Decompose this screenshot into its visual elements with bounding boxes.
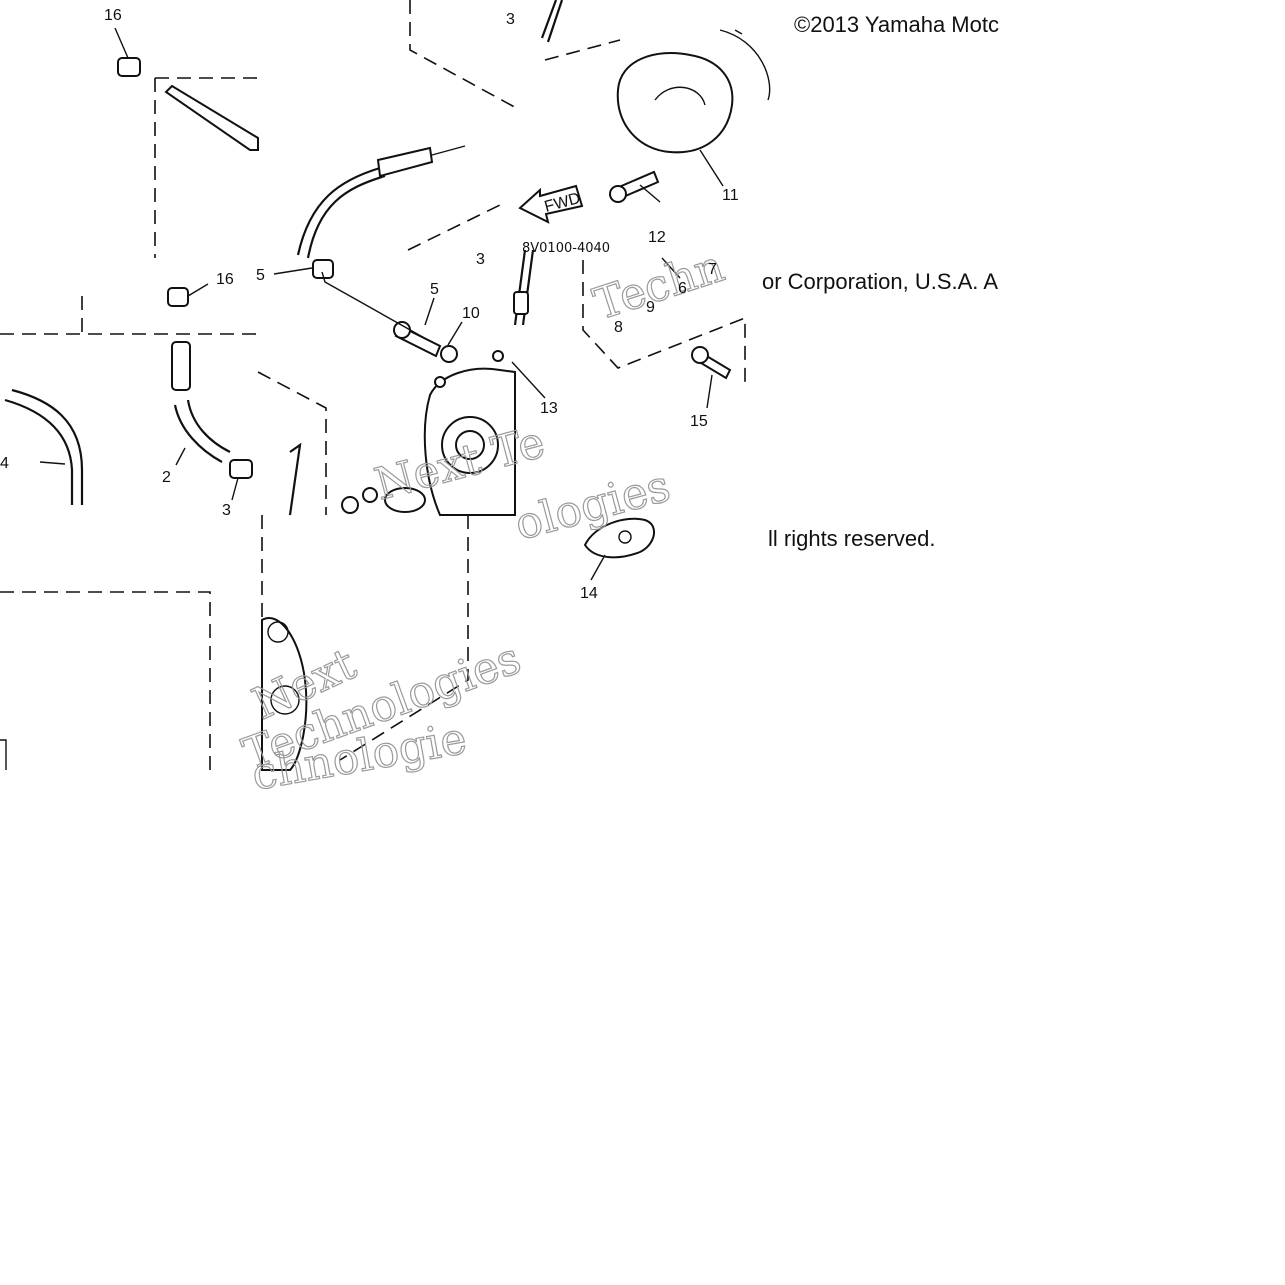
part-code: 8V0100-4040 [522,241,610,256]
bolt-5 [393,321,458,363]
bolt-12 [609,170,660,203]
callout-13: 13 [540,400,558,417]
bolt-15 [691,346,732,380]
small-parts-lower [341,487,426,514]
assembly-outlines [0,0,746,770]
pump-body [423,350,516,516]
callout-16: 16 [104,7,122,24]
callout-7: 7 [708,261,717,278]
callout-12: 12 [648,229,666,246]
callout-2: 2 [162,469,171,486]
callout-6: 6 [678,280,687,297]
callout-3: 3 [222,502,231,519]
callout-5: 5 [256,267,265,284]
callouts: 16 16 3 3 3 4 2 5 5 10 11 12 13 14 15 6 … [0,7,739,602]
callout-16: 16 [216,271,234,288]
callout-15: 15 [690,413,708,430]
hose-4 [4,388,84,505]
throttle-cable [296,145,466,259]
callout-4: 4 [0,455,9,472]
callout-9: 9 [646,299,655,316]
callout-3: 3 [476,251,485,268]
carburetor-fragment [0,617,308,771]
callout-3: 3 [506,11,515,28]
callout-8: 8 [614,319,623,336]
leader-lines [39,27,724,581]
copyright-line-1: ©2013 Yamaha Motc [794,12,999,37]
callout-10: 10 [462,305,480,322]
hose-2 [171,341,231,463]
fwd-arrow: FWD [518,184,584,224]
copyright-line-2: or Corporation, U.S.A. A [762,269,998,294]
callout-14: 14 [580,585,598,602]
copyright-notice: ©2013 Yamaha Motc or Corporation, U.S.A.… [762,12,999,551]
gasket-14 [583,517,655,559]
callout-11: 11 [722,187,739,204]
rod-right [288,0,564,516]
watermarks: Techn Next Te ologies Next Technologies … [236,240,731,801]
copyright-line-3: ll rights reserved. [768,526,936,551]
callout-5: 5 [430,281,439,298]
fitting-13 [513,249,535,326]
clamps [117,57,334,479]
hose-pipe-upper [164,84,259,151]
cover-11 [616,29,771,154]
